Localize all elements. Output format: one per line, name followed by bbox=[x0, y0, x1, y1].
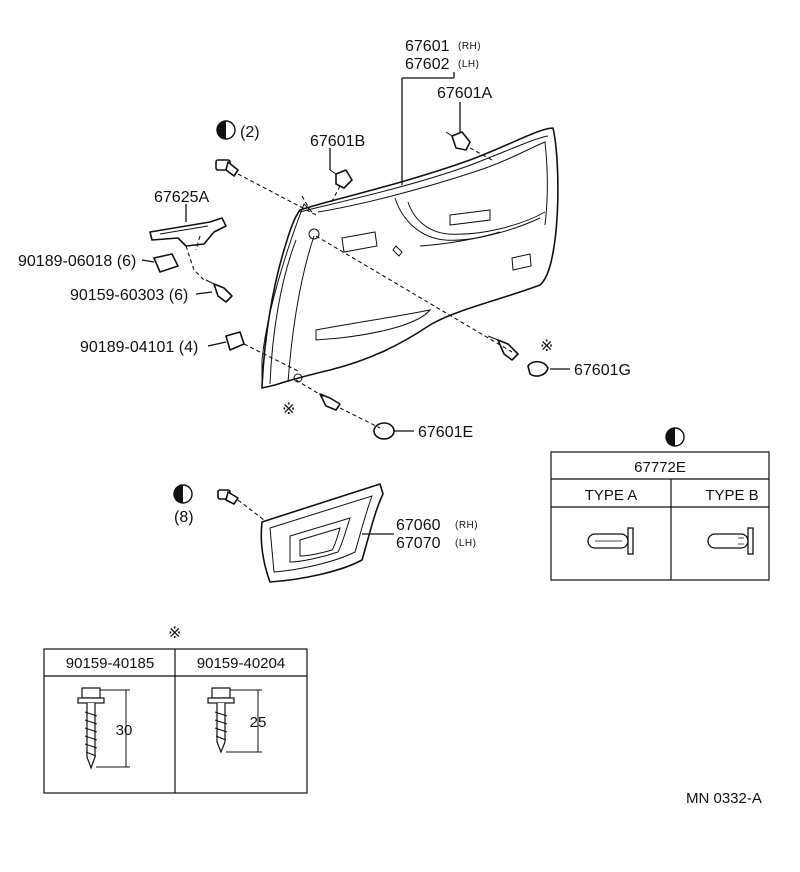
assembly-lines bbox=[185, 147, 513, 521]
clip-type-table: 67772E TYPE A TYPE B bbox=[550, 451, 770, 581]
screw-1-icon bbox=[77, 687, 105, 770]
label-67070-side: (LH) bbox=[455, 538, 476, 549]
asterisk-3: ※ bbox=[168, 625, 181, 642]
leader-lines bbox=[141, 72, 570, 535]
asterisk-2: ※ bbox=[282, 401, 295, 418]
screw-length-2: 25 bbox=[250, 714, 267, 731]
label-67601A: 67601A bbox=[437, 85, 492, 102]
label-67601: 67601 bbox=[405, 38, 450, 55]
door-pocket-panel bbox=[260, 483, 384, 583]
part-labels: 67601 (RH) 67602 (LH) 67601A (2) 67601B … bbox=[18, 38, 631, 642]
clip-type-a-icon bbox=[587, 527, 634, 555]
label-qty-8: (8) bbox=[174, 509, 194, 526]
screw-part-2: 90159-40204 bbox=[197, 655, 285, 672]
clip-type-b-header: TYPE B bbox=[705, 487, 758, 504]
fastener-icon bbox=[149, 131, 549, 505]
asterisk-1: ※ bbox=[540, 338, 553, 355]
label-67601B: 67601B bbox=[310, 133, 365, 150]
label-67601E: 67601E bbox=[418, 424, 473, 441]
label-67060-side: (RH) bbox=[455, 520, 478, 531]
door-trim-panel bbox=[261, 127, 559, 389]
screw-table: 90159-40185 90159-40204 30 25 bbox=[43, 648, 308, 794]
label-qty-2: (2) bbox=[240, 124, 260, 141]
clip-part-number: 67772E bbox=[634, 459, 686, 476]
label-90159-60303: 90159-60303 (6) bbox=[70, 287, 188, 304]
label-90189-06018: 90189-06018 (6) bbox=[18, 253, 136, 270]
clip-type-a-header: TYPE A bbox=[585, 487, 638, 504]
clip-type-b-icon bbox=[707, 527, 754, 555]
label-67070: 67070 bbox=[396, 535, 441, 552]
drawing-code: MN 0332-A bbox=[686, 790, 762, 807]
label-67601-side: (RH) bbox=[458, 41, 481, 52]
label-67601G: 67601G bbox=[574, 362, 631, 379]
screw-2-icon bbox=[207, 687, 235, 754]
screw-part-1: 90159-40185 bbox=[66, 655, 154, 672]
label-90189-04101: 90189-04101 (4) bbox=[80, 339, 198, 356]
label-67060: 67060 bbox=[396, 517, 441, 534]
finish-symbol-icon bbox=[173, 120, 685, 504]
label-67625A: 67625A bbox=[154, 189, 209, 206]
label-67602-side: (LH) bbox=[458, 59, 479, 70]
label-67602: 67602 bbox=[405, 56, 450, 73]
screw-length-1: 30 bbox=[116, 722, 133, 739]
